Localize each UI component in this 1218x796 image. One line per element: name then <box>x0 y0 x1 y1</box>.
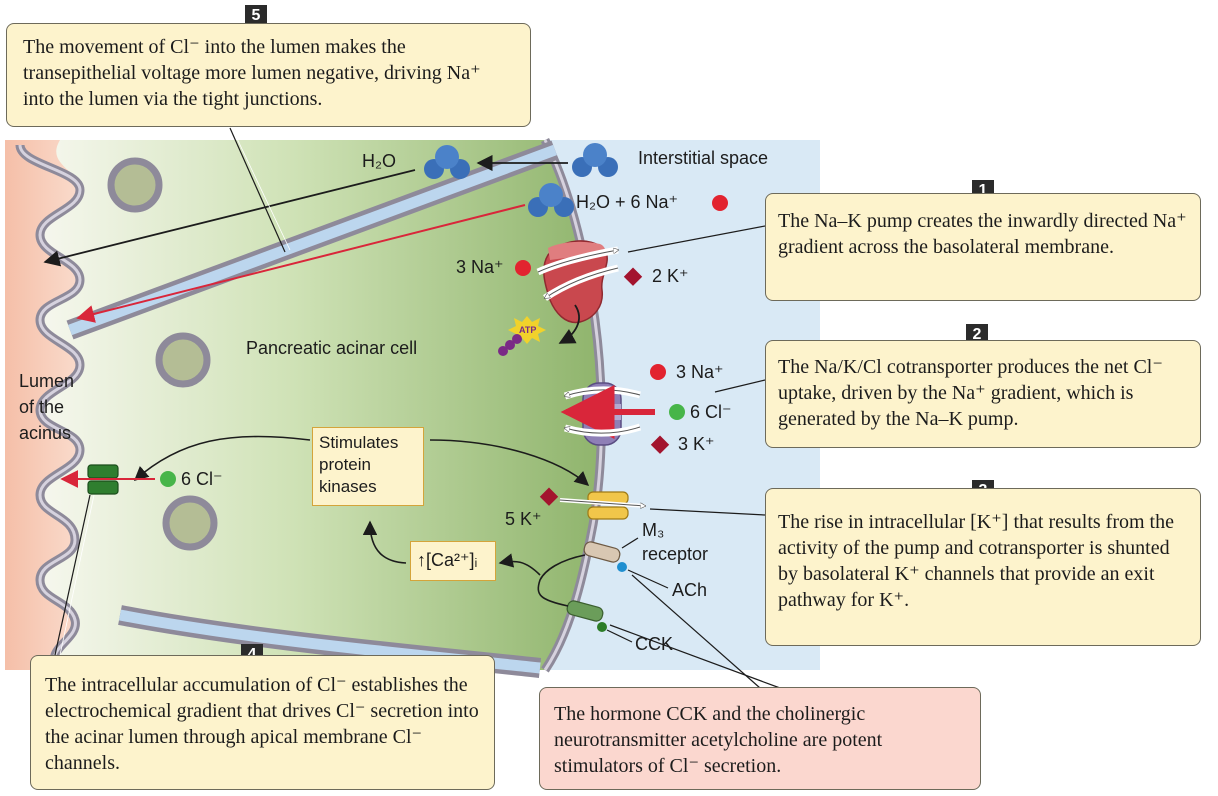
callout-5-number: 5 <box>245 5 267 27</box>
k-channel-icon-lower <box>587 506 629 520</box>
apical-membrane-highlight <box>18 144 82 672</box>
cotransporter-sodium-label: 3 Na⁺ <box>676 362 724 382</box>
chloride-ion-marker <box>160 471 176 487</box>
paracellular-na-arrow <box>76 204 526 323</box>
ach-ligand-marker <box>617 562 627 572</box>
kinase-to-cl-channel-arrow <box>133 435 311 481</box>
potassium-ion-marker <box>650 435 670 454</box>
apical-cl-channel-icon-lower <box>87 480 119 495</box>
callout-2-text: The Na/K/Cl cotransporter produces the n… <box>765 340 1201 448</box>
callout-4-text: The intracellular accumulation of Cl⁻ es… <box>30 655 495 790</box>
potassium-ion-marker <box>623 267 643 286</box>
leader-line-5b <box>231 127 291 251</box>
sodium-ion-marker <box>650 364 666 380</box>
callout-5-text: The movement of Cl⁻ into the lumen makes… <box>6 23 531 127</box>
acinar-cell-body <box>40 140 602 670</box>
calcium-to-kinase-arrow <box>362 520 407 564</box>
calcium-rise-box: ↑[Ca²⁺]ᵢ <box>410 541 496 581</box>
protein-kinase-box: Stimulates protein kinases <box>312 427 424 506</box>
callout-1-text: The Na–K pump creates the inwardly direc… <box>765 193 1201 301</box>
kinase-line-1: Stimulates <box>319 433 399 452</box>
leader-line-hormone-a <box>631 574 761 689</box>
potassium-ion-marker <box>539 487 559 506</box>
leader-line-3 <box>649 508 766 516</box>
k-efflux-arrow-outline <box>559 499 645 506</box>
cck-label: CCK <box>635 634 674 654</box>
water-to-lumen-arrow <box>43 169 416 267</box>
pancreatic-acinar-cell-label: Pancreatic acinar cell <box>246 338 418 358</box>
pump-sodium-label: 3 Na⁺ <box>456 257 504 277</box>
k-channel-potassium-label: 5 K⁺ <box>505 509 542 529</box>
lumen-label-line1: Lumen <box>19 371 75 391</box>
apical-cl-channel-icon <box>87 464 119 479</box>
sodium-ion-marker <box>515 260 531 276</box>
receptor-to-calcium-arrow <box>498 553 541 576</box>
m3-label-line2: receptor <box>642 544 709 564</box>
water-molecule-icon <box>424 145 470 179</box>
leader-line-hormone-b <box>609 624 781 689</box>
kinase-line-2: protein <box>319 455 371 474</box>
interstitial-space-label: Interstitial space <box>638 148 769 168</box>
cotransporter-chloride-label: 6 Cl⁻ <box>690 402 732 422</box>
leader-line-5a <box>229 127 286 253</box>
leader-line-4a <box>54 494 91 656</box>
cotransporter-potassium-label: 3 K⁺ <box>678 434 715 454</box>
water-label: H₂O <box>362 151 396 171</box>
nkcc-k-arrow-outline <box>565 427 641 434</box>
atp-label: ATP <box>519 325 537 335</box>
receptor-link-line <box>537 554 586 607</box>
lumen-label-line3: acinus <box>19 423 72 443</box>
zymogen-granule <box>155 332 211 388</box>
leader-line-ach <box>627 569 669 589</box>
zymogen-granule <box>107 157 163 213</box>
zymogen-granule <box>162 495 218 551</box>
sodium-ion-marker <box>712 195 728 211</box>
m3-receptor-icon <box>583 541 621 563</box>
ach-label: ACh <box>672 580 708 600</box>
leader-line-4b <box>59 494 95 656</box>
pump-na-out-arrow-outline <box>537 250 618 273</box>
leader-line-2 <box>714 379 766 393</box>
leader-line-cck <box>606 629 633 643</box>
pump-potassium-label: 2 K⁺ <box>652 266 689 286</box>
leader-line-1 <box>627 225 766 253</box>
atp-icon <box>498 316 546 356</box>
hormone-callout-text: The hormone CCK and the cholinergic neur… <box>539 687 981 790</box>
cck-ligand-marker <box>597 622 607 632</box>
lumen-label-line2: of the <box>19 397 65 417</box>
kinase-to-k-channel-arrow <box>429 439 590 486</box>
chloride-ion-marker <box>669 404 685 420</box>
water-molecule-icon <box>572 143 618 177</box>
m3-label-line1: M₃ <box>642 520 665 540</box>
kinase-line-3: kinases <box>319 477 377 496</box>
water-molecule-icon <box>528 183 574 217</box>
water-sodium-label: H₂O + 6 Na⁺ <box>576 192 679 212</box>
leader-line-m3 <box>621 537 639 549</box>
atp-hydrolysis-arrow <box>558 304 580 344</box>
pump-k-in-arrow-outline <box>545 267 619 298</box>
apical-chloride-label: 6 Cl⁻ <box>181 469 223 489</box>
callout-3-text: The rise in intracellular [K⁺] that resu… <box>765 488 1201 646</box>
